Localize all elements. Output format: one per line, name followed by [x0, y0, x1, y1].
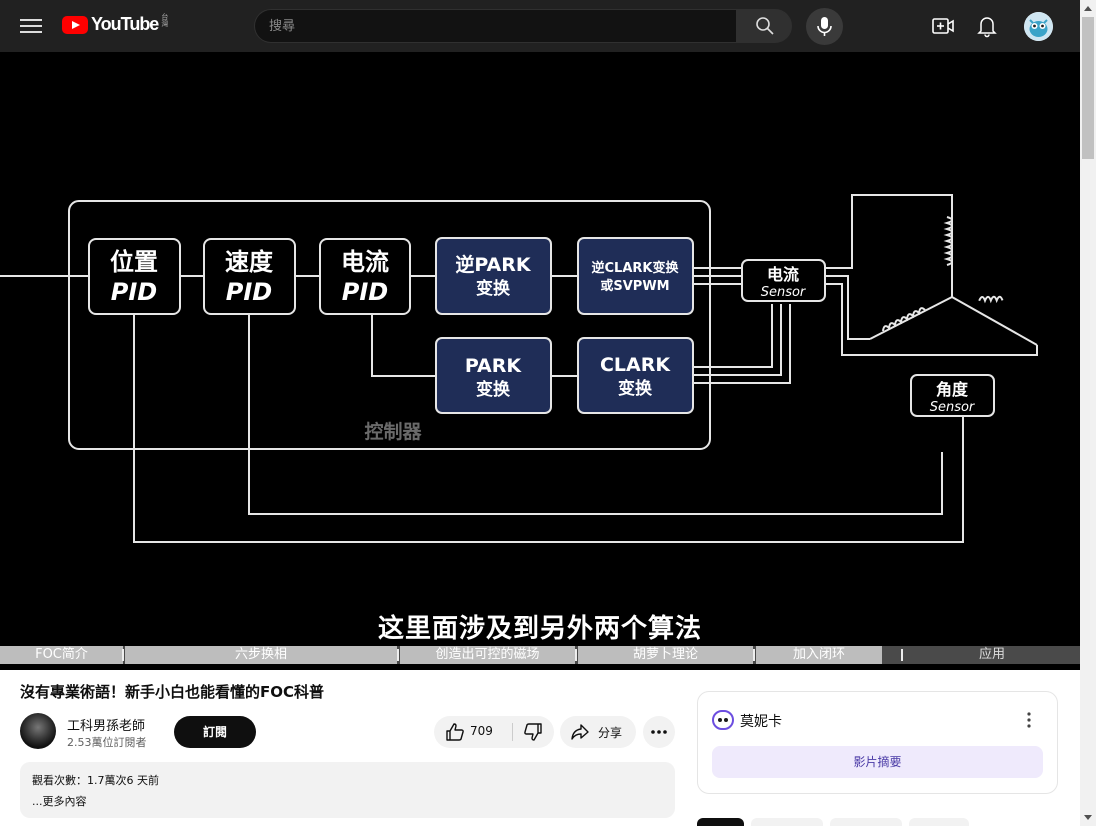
svg-text:位置: 位置: [110, 248, 158, 276]
svg-text:变换: 变换: [618, 378, 653, 399]
more-horizontal-icon: [651, 730, 667, 734]
scroll-down-arrow-icon[interactable]: [1084, 815, 1092, 820]
pid-block-position: 位置 PID: [88, 238, 181, 315]
search-bar: [254, 9, 794, 43]
svg-text:PID: PID: [226, 278, 272, 306]
dislike-button[interactable]: [514, 716, 554, 748]
inverse-clark-block: 逆CLARK变换 或SVPWM: [577, 237, 694, 315]
youtube-logo[interactable]: YouTube 台灣: [62, 12, 169, 35]
current-sensor-block: 电流 Sensor: [741, 259, 826, 302]
channel-name[interactable]: 工科男孫老師: [67, 719, 146, 734]
filter-chip[interactable]: [909, 818, 969, 826]
search-icon: [756, 17, 774, 35]
hamburger-icon[interactable]: [20, 16, 42, 36]
clark-block: CLARK 变换: [577, 337, 694, 414]
park-block: PARK 变换: [435, 337, 552, 414]
svg-text:或SVPWM: 或SVPWM: [600, 278, 669, 294]
chapter-item[interactable]: FOC简介: [0, 646, 123, 664]
angle-sensor-block: 角度 Sensor: [910, 374, 995, 417]
svg-text:Sensor: Sensor: [761, 285, 807, 300]
chapter-item[interactable]: 胡萝卜理论: [578, 646, 753, 664]
share-label: 分享: [598, 726, 623, 740]
top-bar: YouTube 台灣: [0, 0, 1080, 52]
pid-block-current: 电流 PID: [319, 238, 411, 315]
thumbs-up-icon: [446, 723, 464, 741]
chapter-separator: [901, 649, 903, 661]
like-divider: [512, 723, 513, 741]
chapter-separator: [397, 649, 399, 661]
more-actions-button[interactable]: [643, 716, 675, 748]
svg-text:变换: 变换: [476, 278, 511, 299]
description-box[interactable]: 觀看次數：1.7萬次6 天前 ...更多內容: [20, 762, 675, 818]
scrollbar-thumb[interactable]: [1082, 17, 1094, 159]
svg-text:PARK: PARK: [465, 355, 523, 377]
monica-icon: [712, 710, 734, 730]
like-button[interactable]: 709: [434, 716, 512, 748]
chapter-bar[interactable]: FOC简介 六步换相 创造出可控的磁场 胡萝卜理论 加入闭环 应用: [0, 646, 1080, 664]
create-video-icon[interactable]: [930, 13, 956, 39]
page-scrollbar[interactable]: [1080, 0, 1096, 826]
share-button[interactable]: 分享: [560, 716, 636, 748]
filter-chip[interactable]: [697, 818, 744, 826]
svg-text:PID: PID: [342, 278, 388, 306]
filter-chip[interactable]: [830, 818, 902, 826]
svg-text:电流: 电流: [767, 265, 799, 284]
like-count: 709: [470, 724, 493, 738]
bell-icon[interactable]: [974, 13, 1000, 39]
inverse-park-block: 逆PARK 变换: [435, 237, 552, 315]
more-vertical-icon[interactable]: [1021, 710, 1037, 730]
share-icon: [571, 724, 589, 740]
video-title: 沒有專業術語！新手小白也能看懂的FOC科普: [20, 683, 325, 701]
logo-text: YouTube: [91, 14, 159, 34]
chapter-separator: [575, 649, 577, 661]
search-input[interactable]: [254, 9, 736, 43]
youtube-play-icon: [62, 15, 88, 34]
panel-name: 莫妮卡: [740, 714, 782, 730]
region-label: 台灣: [161, 12, 169, 28]
channel-avatar[interactable]: [20, 713, 56, 749]
svg-text:电流: 电流: [341, 248, 389, 276]
svg-text:角度: 角度: [936, 380, 969, 399]
like-dislike-group: 709: [434, 716, 554, 748]
foc-diagram: 位置 PID 速度 PID 电流 PID 逆PARK 变换 逆CLARK变换: [0, 194, 1038, 543]
subscriber-count: 2.53萬位訂閱者: [67, 736, 147, 749]
scroll-up-arrow-icon[interactable]: [1084, 6, 1092, 11]
svg-text:CLARK: CLARK: [600, 354, 671, 376]
chapter-item[interactable]: 加入闭环: [756, 646, 882, 664]
video-player[interactable]: 位置 PID 速度 PID 电流 PID 逆PARK 变换 逆CLARK变换: [0, 52, 1080, 670]
show-more-link[interactable]: ...更多內容: [32, 795, 87, 808]
monica-panel: 莫妮卡 影片摘要: [697, 691, 1058, 794]
svg-text:逆CLARK变换: 逆CLARK变换: [592, 260, 680, 276]
svg-text:Sensor: Sensor: [930, 400, 976, 415]
video-summary-button[interactable]: 影片摘要: [712, 746, 1043, 778]
svg-text:速度: 速度: [225, 248, 274, 276]
microphone-icon: [817, 17, 832, 36]
chapter-item[interactable]: 六步换相: [125, 646, 397, 664]
subscribe-button[interactable]: 訂閱: [174, 716, 256, 748]
svg-text:变换: 变换: [476, 379, 511, 400]
chapter-item[interactable]: 应用: [978, 647, 1005, 662]
chapter-separator: [753, 649, 755, 661]
search-button[interactable]: [736, 9, 792, 43]
video-subtitle: 这里面涉及到另外两个算法: [377, 614, 702, 644]
chapter-item[interactable]: 创造出可控的磁场: [400, 646, 575, 664]
voice-search-button[interactable]: [806, 8, 843, 45]
filter-chip[interactable]: [751, 818, 823, 826]
view-stats: 觀看次數：1.7萬次6 天前: [32, 774, 159, 787]
thumbs-down-icon: [524, 723, 542, 741]
user-avatar[interactable]: [1024, 12, 1053, 41]
chapter-separator: [122, 649, 124, 661]
controller-label: 控制器: [364, 420, 422, 443]
svg-text:PID: PID: [111, 278, 157, 306]
pid-block-speed: 速度 PID: [203, 238, 296, 315]
svg-text:逆PARK: 逆PARK: [455, 253, 532, 276]
